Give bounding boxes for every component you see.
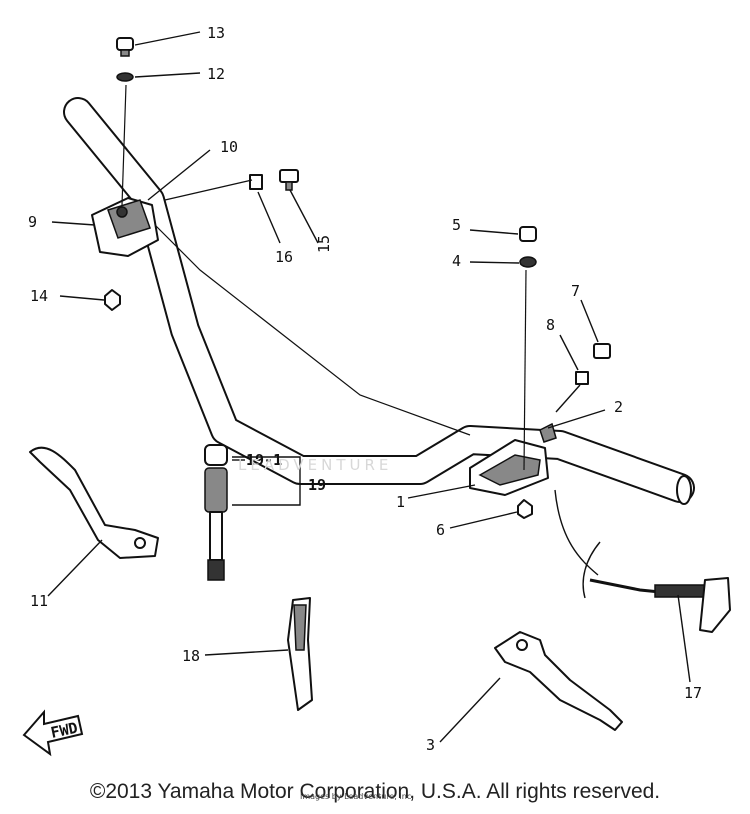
- bolt-15: [279, 169, 299, 191]
- nut-8: [575, 371, 589, 385]
- watermark: LEADVENTURE: [238, 456, 393, 474]
- nut-6: [517, 499, 533, 519]
- callout-1: 1: [396, 493, 405, 511]
- callout-11: 11: [30, 592, 48, 610]
- callout-10: 10: [220, 138, 238, 156]
- copyright-notice: ©2013 Yamaha Motor Corporation, U.S.A. A…: [89, 780, 661, 803]
- callout-3: 3: [426, 736, 435, 754]
- callout-14: 14: [30, 287, 48, 305]
- callout-2: 2: [614, 398, 623, 416]
- lever-18: [287, 597, 313, 711]
- bolt-13: [116, 37, 134, 57]
- nut-16: [249, 174, 263, 190]
- callout-6: 6: [436, 521, 445, 539]
- washer-12: [116, 72, 134, 82]
- switch-19: [204, 444, 228, 581]
- callout-4: 4: [452, 252, 461, 270]
- callout-12: 12: [207, 65, 225, 83]
- callout-9: 9: [28, 213, 37, 231]
- bolt-7: [593, 343, 611, 359]
- callout-13: 13: [207, 24, 225, 42]
- nut-14: [104, 289, 121, 311]
- callout-16: 16: [275, 248, 293, 266]
- clamp-right: [469, 439, 549, 496]
- callout-19: 19: [308, 476, 326, 494]
- callout-17: 17: [684, 684, 702, 702]
- washer-4: [519, 256, 537, 268]
- clamp-left: [91, 197, 159, 257]
- holder-2: [539, 422, 557, 443]
- fwd-arrow: FWD: [22, 709, 84, 757]
- lever-11: [29, 446, 159, 559]
- callout-7: 7: [571, 282, 580, 300]
- handlebar: [63, 97, 695, 505]
- callout-5: 5: [452, 216, 461, 234]
- fwd-label: FWD: [49, 719, 79, 742]
- image-source-note: Images by Leadventure, Inc.: [300, 792, 414, 801]
- callout-19-1: 19-1: [246, 451, 282, 469]
- callout-18: 18: [182, 647, 200, 665]
- lever-3: [494, 631, 623, 731]
- bolt-5: [519, 226, 537, 242]
- callout-8: 8: [546, 316, 555, 334]
- callout-15: 15: [315, 235, 333, 253]
- throttle-17: [589, 577, 731, 633]
